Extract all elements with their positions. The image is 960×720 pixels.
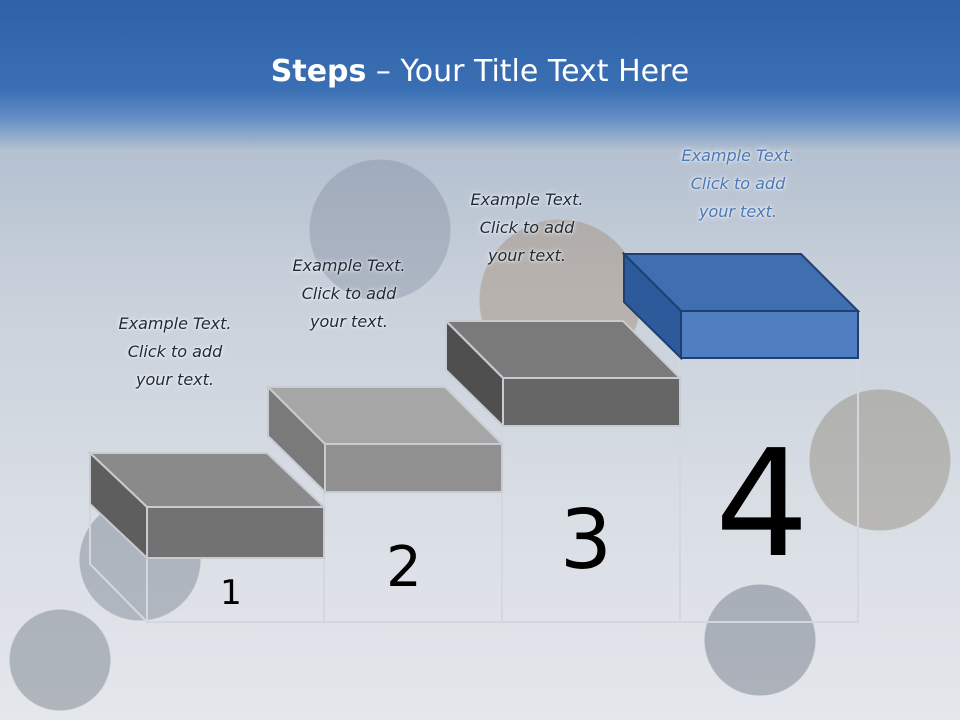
step-3-text-line-3: your text.	[487, 246, 566, 265]
step-1-text-line-2: Click to add	[127, 342, 223, 361]
step-1-text-line-1: Example Text.	[118, 314, 232, 333]
step-2-text-line-1: Example Text.	[292, 256, 406, 275]
step-2-text[interactable]: Example Text. Click to add your text.	[264, 252, 434, 336]
step-3-text-line-1: Example Text.	[470, 190, 584, 209]
step-4-text-line-3: your text.	[698, 202, 777, 221]
step-4-text-line-1: Example Text.	[681, 146, 795, 165]
step-1-text[interactable]: Example Text. Click to add your text.	[90, 310, 260, 394]
title-bar	[0, 0, 960, 150]
step-4-block	[621, 251, 861, 361]
step-1-block	[87, 450, 327, 561]
step-3-block	[443, 318, 683, 429]
step-3-front	[502, 377, 681, 427]
step-4-number: 4	[715, 418, 809, 590]
step-3-text[interactable]: Example Text. Click to add your text.	[442, 186, 612, 270]
step-4-text-line-2: Click to add	[690, 174, 786, 193]
title-bold-word: Steps	[270, 54, 367, 89]
step-1-front	[146, 506, 325, 559]
step-2-text-line-3: your text.	[309, 312, 388, 331]
steps-base-line	[89, 500, 858, 623]
step-3-text-line-2: Click to add	[479, 218, 575, 237]
step-2-front	[324, 443, 503, 493]
step-3-number: 3	[560, 493, 612, 588]
step-2-number: 2	[386, 535, 422, 600]
slide-title[interactable]: Steps – Your Title Text Here	[0, 54, 960, 89]
step-4-front	[680, 310, 859, 359]
step-2-block	[265, 384, 505, 495]
step-1-text-line-3: your text.	[135, 370, 214, 389]
step-4-text[interactable]: Example Text. Click to add your text.	[653, 142, 823, 226]
title-rest: – Your Title Text Here	[366, 54, 690, 89]
step-2-text-line-2: Click to add	[301, 284, 397, 303]
step-1-number: 1	[220, 573, 242, 613]
